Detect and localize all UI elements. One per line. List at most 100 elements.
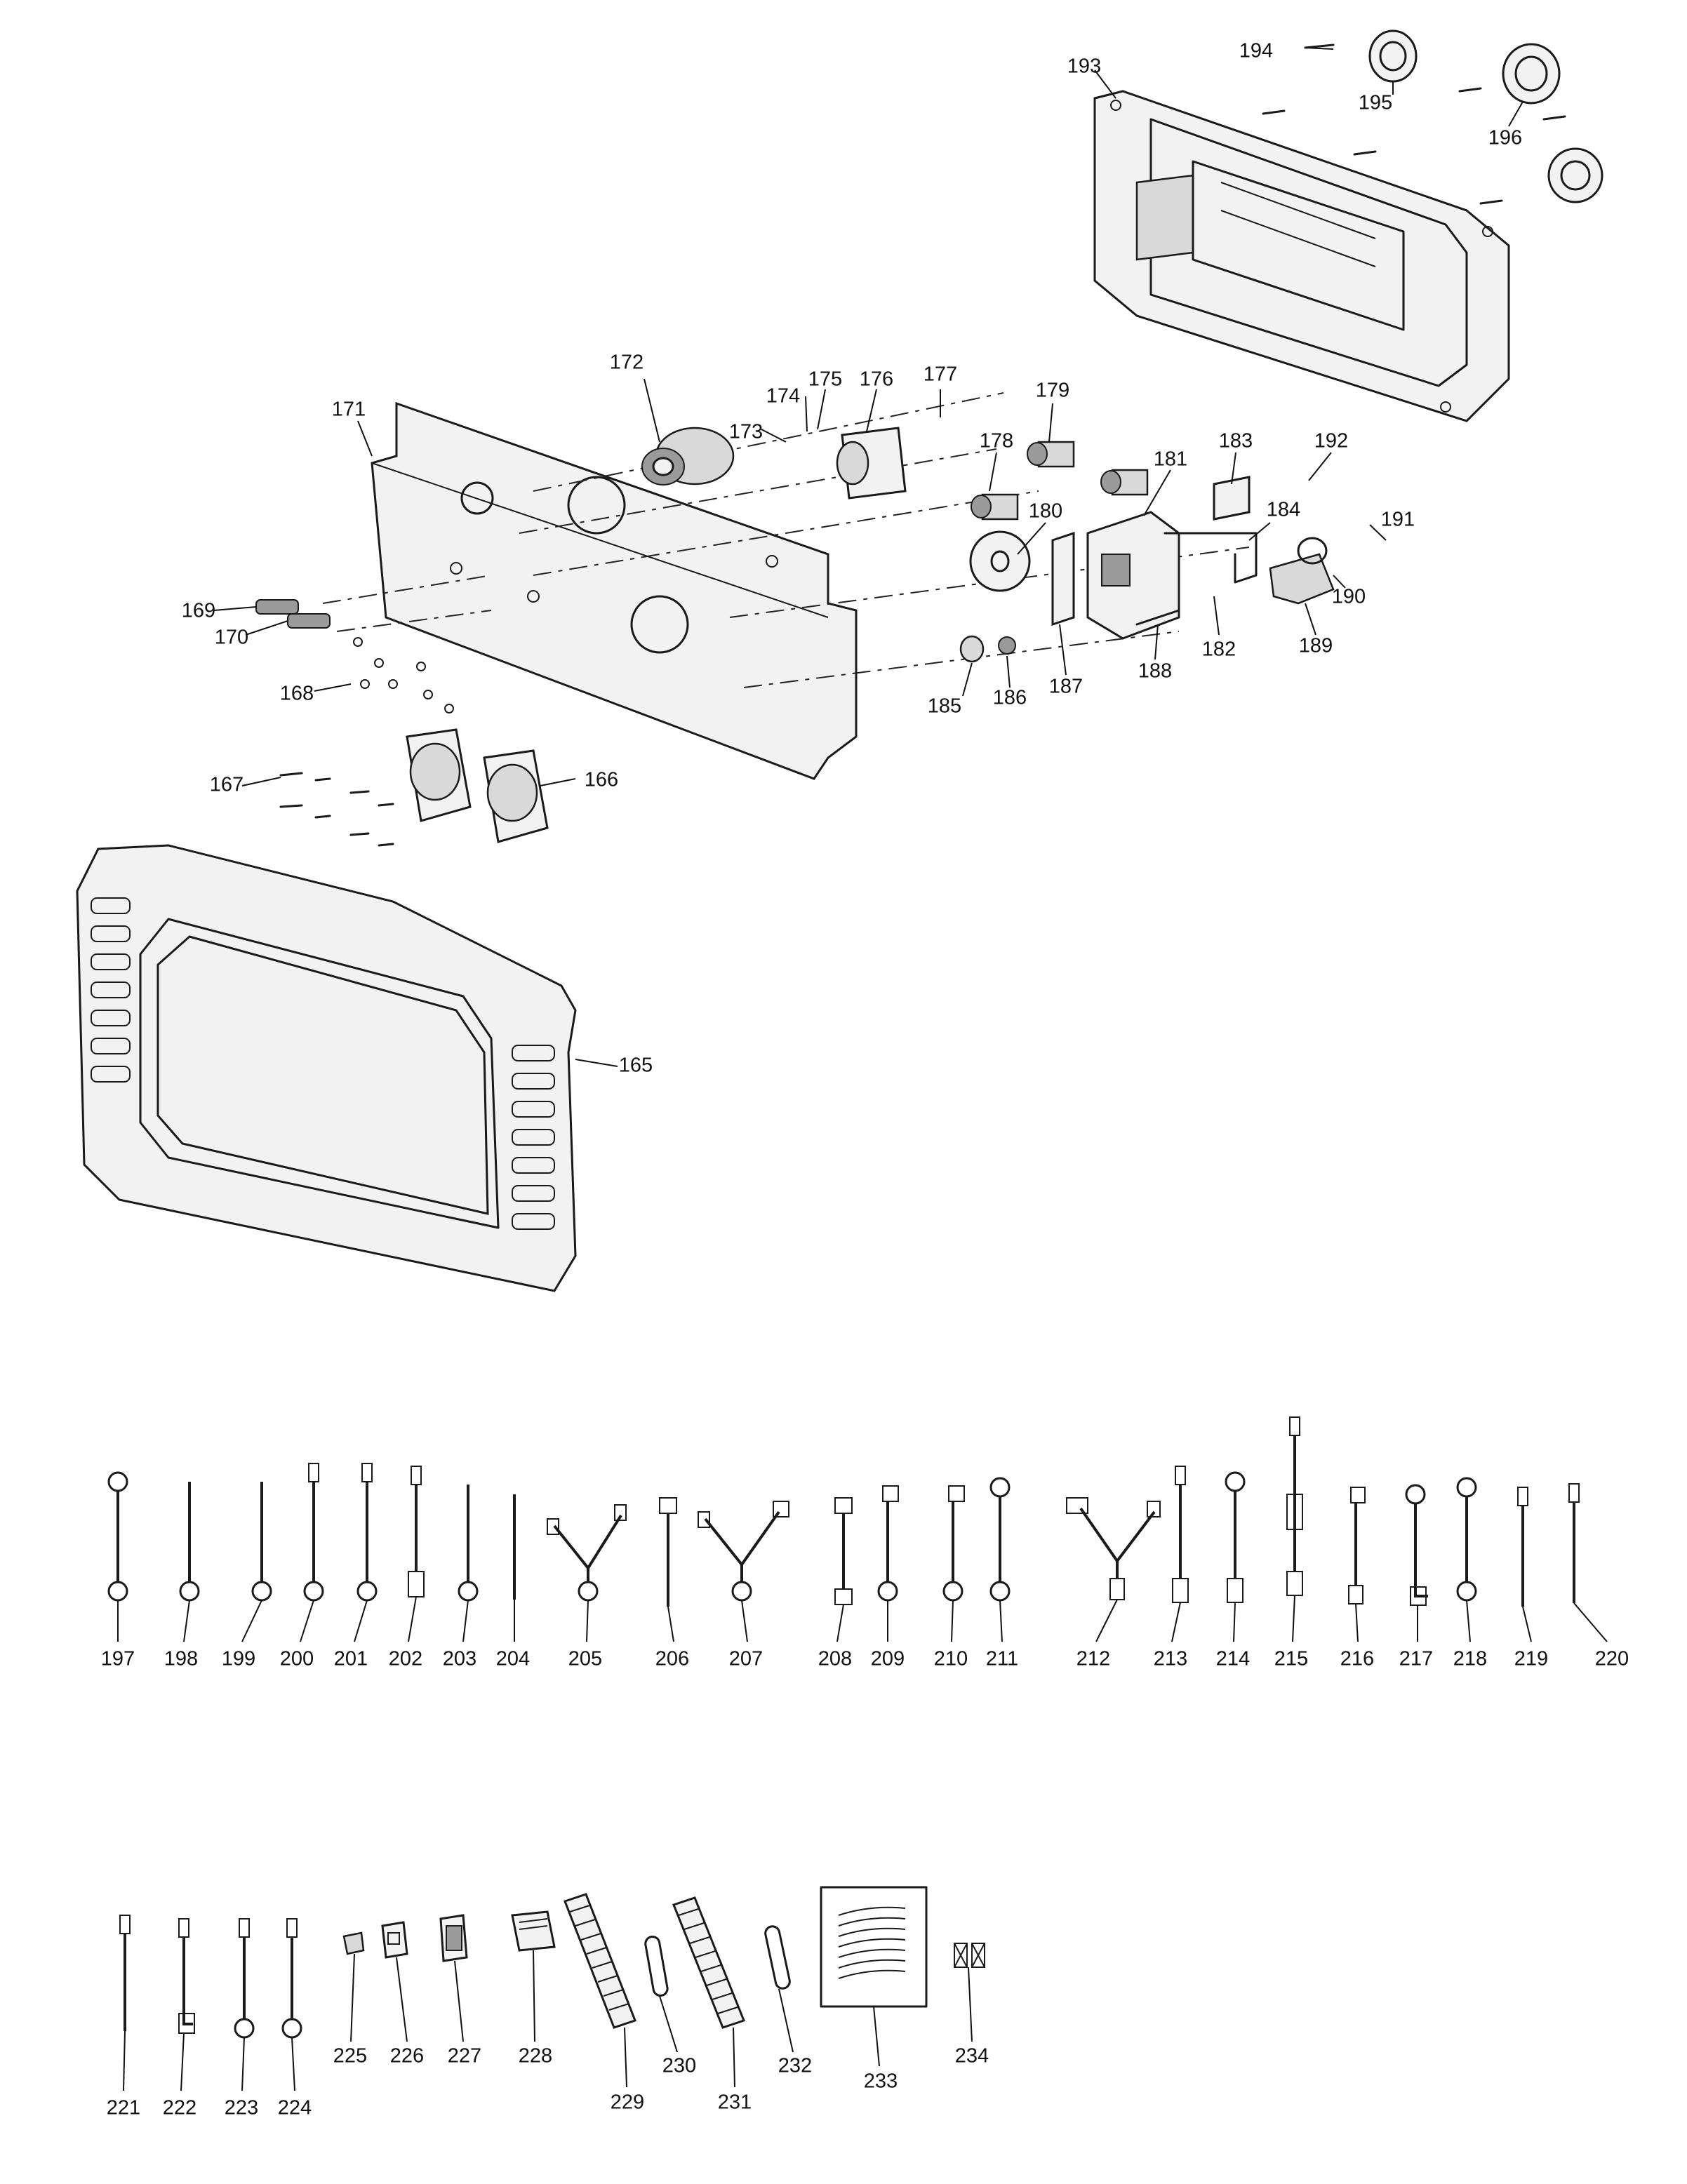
- label-198: 198: [164, 1648, 198, 1670]
- label-220: 220: [1595, 1648, 1629, 1670]
- label-180: 180: [1029, 500, 1062, 523]
- screws-194: [1262, 43, 1566, 205]
- label-195: 195: [1359, 92, 1392, 114]
- part-193-rear-housing: [1093, 90, 1510, 422]
- part-166-socket: [406, 728, 549, 843]
- part-234-clips: [954, 1943, 985, 1968]
- wire-part-212: [1066, 1497, 1161, 1600]
- label-212: 212: [1076, 1648, 1110, 1670]
- part-169-terminal: [255, 599, 299, 615]
- label-170: 170: [215, 627, 248, 649]
- label-171: 171: [332, 398, 366, 421]
- leader-lines: [213, 47, 1523, 1067]
- label-196: 196: [1488, 127, 1522, 149]
- wire-part-202: [408, 1466, 425, 1597]
- label-165: 165: [619, 1054, 653, 1077]
- wire-part-201: [356, 1463, 378, 1602]
- part-178-switch: [971, 493, 1019, 521]
- label-206: 206: [655, 1648, 689, 1670]
- wire-part-218: [1456, 1477, 1477, 1602]
- label-205: 205: [568, 1648, 602, 1670]
- part-230-sleeve: [644, 1935, 669, 1997]
- label-225: 225: [333, 2045, 367, 2068]
- part-227: [439, 1914, 468, 1962]
- label-176: 176: [860, 368, 893, 391]
- label-224: 224: [278, 2097, 312, 2119]
- label-193: 193: [1067, 55, 1101, 78]
- wire-part-203: [458, 1485, 479, 1602]
- part-183-block: [1213, 476, 1251, 521]
- label-191: 191: [1381, 509, 1415, 531]
- part-186-nut: [998, 636, 1016, 655]
- label-179: 179: [1036, 380, 1069, 402]
- wire-part-219: [1517, 1487, 1528, 1607]
- label-200: 200: [280, 1648, 314, 1670]
- part-172-rotary-switch: [641, 427, 735, 485]
- part-228: [511, 1910, 556, 1952]
- label-203: 203: [443, 1648, 476, 1670]
- part-184-bracket: [1163, 532, 1258, 584]
- wire-part-214: [1225, 1471, 1246, 1603]
- part-171-panel-plate: [371, 401, 858, 780]
- label-211: 211: [986, 1648, 1018, 1670]
- label-214: 214: [1216, 1648, 1250, 1670]
- label-232: 232: [778, 2055, 812, 2077]
- accessory-part-labels: 221 222 223 224 225 226 227 228 229 230 …: [107, 1950, 989, 2119]
- label-166: 166: [585, 769, 618, 791]
- label-233: 233: [864, 2070, 898, 2093]
- wire-part-211: [989, 1477, 1011, 1602]
- label-221: 221: [107, 2097, 140, 2119]
- label-215: 215: [1274, 1648, 1308, 1670]
- label-208: 208: [818, 1648, 852, 1670]
- label-204: 204: [496, 1648, 530, 1670]
- label-207: 207: [729, 1648, 763, 1670]
- wire-part-198: [179, 1482, 200, 1602]
- label-227: 227: [448, 2045, 481, 2068]
- wire-part-216: [1348, 1487, 1366, 1604]
- part-179-switch: [1027, 441, 1149, 496]
- screws-167-168: [279, 637, 454, 847]
- wire-parts-row: [107, 1416, 1580, 1607]
- label-231: 231: [718, 2091, 752, 2114]
- wire-part-213: [1172, 1466, 1189, 1603]
- part-222: [178, 1918, 195, 2034]
- label-217: 217: [1399, 1648, 1433, 1670]
- part-180-knob: [969, 530, 1031, 592]
- wire-part-210: [942, 1485, 965, 1602]
- label-169: 169: [182, 600, 215, 622]
- label-173: 173: [729, 421, 763, 443]
- label-226: 226: [390, 2045, 424, 2068]
- part-224: [281, 1918, 302, 2039]
- part-233-wire-kit: [820, 1886, 928, 2008]
- label-210: 210: [934, 1648, 968, 1670]
- label-183: 183: [1219, 430, 1253, 453]
- label-194: 194: [1239, 40, 1273, 62]
- label-218: 218: [1453, 1648, 1487, 1670]
- wire-part-199: [251, 1482, 272, 1602]
- label-174: 174: [766, 385, 800, 408]
- label-234: 234: [955, 2045, 989, 2068]
- label-184: 184: [1267, 499, 1300, 521]
- label-223: 223: [225, 2097, 258, 2119]
- part-226: [381, 1921, 408, 1959]
- part-185-bushing: [959, 635, 985, 663]
- part-221: [119, 1915, 131, 2031]
- part-232-sleeve: [764, 1925, 791, 1990]
- part-223: [234, 1918, 255, 2039]
- part-176-bracket: [836, 427, 907, 500]
- label-219: 219: [1514, 1648, 1548, 1670]
- part-195-cap: [1368, 29, 1418, 83]
- label-230: 230: [662, 2055, 696, 2077]
- label-229: 229: [611, 2091, 644, 2114]
- wire-part-206: [659, 1497, 677, 1607]
- label-228: 228: [519, 2045, 552, 2068]
- part-225: [342, 1931, 365, 1955]
- label-181: 181: [1154, 448, 1187, 471]
- accessory-parts-row: [119, 1886, 985, 2039]
- part-181-transformer: [1086, 511, 1180, 640]
- label-168: 168: [280, 683, 314, 705]
- wire-part-209: [877, 1485, 899, 1602]
- label-222: 222: [163, 2097, 196, 2119]
- exploded-view-labels: 193 194 195 196 172 171 173 174 175 176 …: [182, 40, 1522, 1077]
